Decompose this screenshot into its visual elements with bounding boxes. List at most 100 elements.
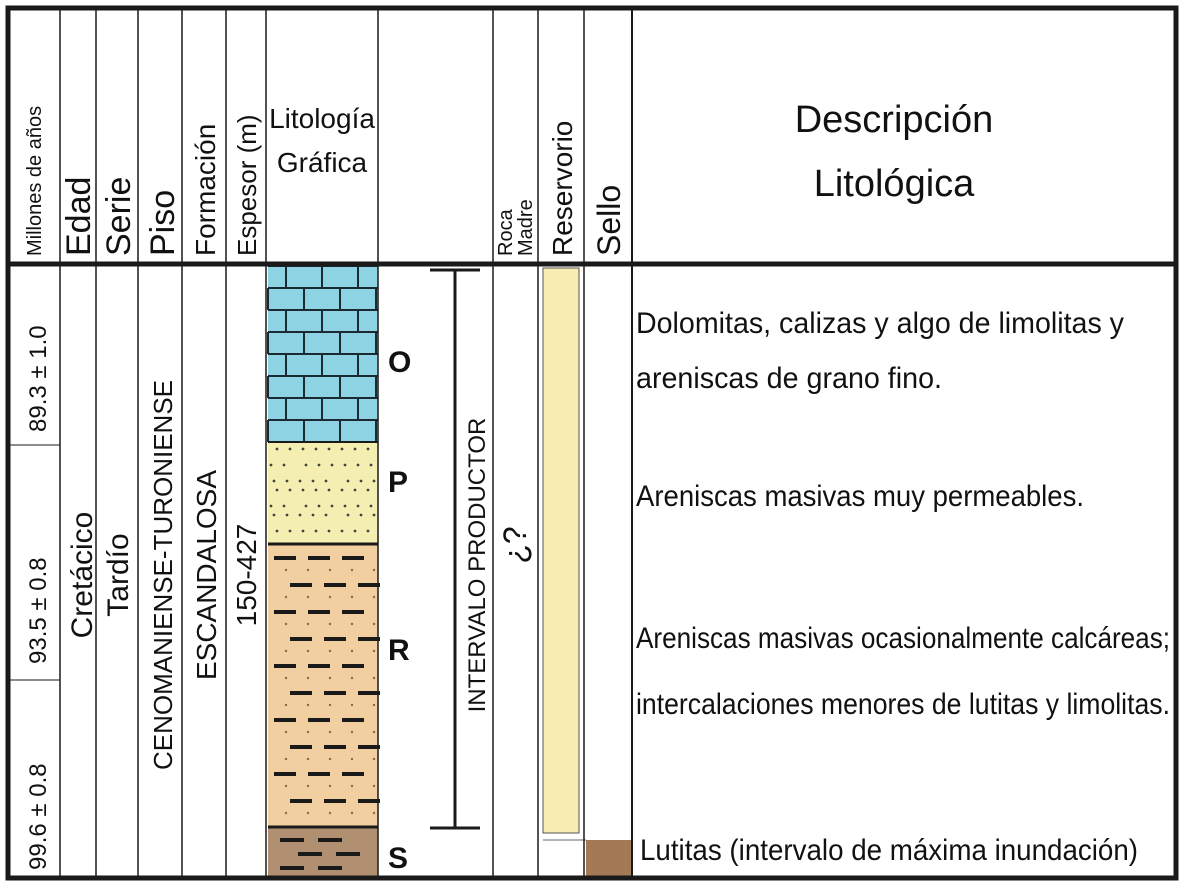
intervalo-bracket: [430, 268, 480, 830]
sand-dot: [369, 504, 373, 508]
sand-dot: [366, 447, 370, 451]
sand-dot: [275, 488, 279, 492]
shale-dash: [290, 583, 312, 587]
sand-dot: [306, 595, 310, 599]
sandstone-pattern: [269, 447, 376, 533]
sand-dot: [366, 488, 370, 492]
sand-dot: [372, 730, 376, 734]
sand-dot: [372, 811, 376, 815]
sand-dot: [317, 463, 321, 467]
shale-dash: [280, 866, 304, 870]
sand-dot: [301, 447, 305, 451]
sand-dot: [306, 676, 310, 680]
sand-dot: [301, 529, 305, 533]
age-bottom: 99.6 ± 0.8: [25, 763, 52, 870]
sand-dot: [306, 730, 310, 734]
sand-dot: [353, 447, 357, 451]
sand-dot: [340, 488, 344, 492]
description-s: Lutitas (intervalo de máxima inundación): [640, 834, 1138, 867]
sand-dot: [285, 479, 289, 483]
shale-dash: [308, 718, 330, 722]
shale-dash: [324, 745, 346, 749]
sand-dot: [350, 703, 354, 707]
sand-dot: [372, 622, 376, 626]
sand-dot: [311, 513, 315, 517]
shale-dash: [342, 664, 364, 668]
sand-dot: [350, 784, 354, 788]
sand-dot: [350, 595, 354, 599]
shale-dash: [342, 718, 364, 722]
header-formacion: Formación: [190, 124, 221, 256]
sand-dot: [314, 488, 318, 492]
header-roca: Roca: [495, 208, 517, 256]
sand-dot: [372, 649, 376, 653]
description-p: Areniscas masivas muy permeables.: [636, 480, 1084, 513]
sand-dot: [306, 784, 310, 788]
sand-dot: [288, 529, 292, 533]
header-sello: Sello: [591, 185, 627, 256]
header-litologia-2: Gráfica: [277, 147, 368, 178]
sand-dot: [304, 504, 308, 508]
sand-dot: [328, 649, 332, 653]
description-o-line-1: Dolomitas, calizas y algo de limolitas y: [636, 307, 1124, 340]
sand-dot: [343, 504, 347, 508]
sand-dot: [330, 463, 334, 467]
sand-dot: [311, 479, 315, 483]
shale-dash: [318, 838, 342, 842]
sand-dot: [372, 784, 376, 788]
shale-dash: [324, 691, 346, 695]
sand-dot: [269, 504, 273, 508]
sand-dot: [284, 730, 288, 734]
sand-dot: [328, 811, 332, 815]
sand-dot: [317, 504, 321, 508]
header-millones: Millones de años: [24, 106, 46, 256]
header-descripcion-1: Descripción: [795, 99, 994, 141]
sand-dot: [284, 622, 288, 626]
sand-dot: [284, 676, 288, 680]
shale-dash: [324, 583, 346, 587]
sand-dot: [366, 529, 370, 533]
sand-dot: [306, 811, 310, 815]
reservorio-bar: [542, 267, 580, 834]
lithology-column: [267, 265, 380, 877]
sand-dot: [284, 649, 288, 653]
sand-dot: [269, 463, 273, 467]
sand-dot: [340, 529, 344, 533]
sand-dot: [306, 622, 310, 626]
header-descripcion-2: Litológica: [814, 163, 975, 205]
shale-dash: [274, 718, 296, 722]
sand-dot: [306, 649, 310, 653]
unit-p-fill: [268, 442, 378, 544]
sand-dot: [350, 649, 354, 653]
sand-dot: [272, 513, 276, 517]
shale-dash: [336, 852, 360, 856]
sand-dot: [306, 568, 310, 572]
sand-dot: [328, 676, 332, 680]
sand-dot: [275, 447, 279, 451]
sand-dot: [346, 513, 350, 517]
sand-dot: [346, 479, 350, 483]
shale-dash: [308, 664, 330, 668]
sand-dot: [353, 529, 357, 533]
sand-dot: [372, 676, 376, 680]
sand-dot: [343, 463, 347, 467]
unit-label-p: P: [388, 466, 408, 499]
shale-dash: [358, 799, 380, 803]
sand-dot: [327, 529, 331, 533]
sand-dot: [298, 479, 302, 483]
sand-dot: [328, 622, 332, 626]
sand-dot: [350, 811, 354, 815]
shale-dash: [290, 637, 312, 641]
sand-dot: [328, 703, 332, 707]
sand-dot: [284, 703, 288, 707]
shale-dash: [324, 637, 346, 641]
shale-dash: [308, 610, 330, 614]
sand-dot: [284, 811, 288, 815]
sello-bar: [586, 840, 631, 877]
piso-value: CENOMANIENSE-TURONIENSE: [148, 380, 178, 770]
shale-dash: [290, 691, 312, 695]
sand-dot: [356, 504, 360, 508]
shale-dash: [342, 610, 364, 614]
description-r-line-2: intercalaciones menores de lutitas y lim…: [636, 688, 1170, 721]
sand-dot: [298, 513, 302, 517]
